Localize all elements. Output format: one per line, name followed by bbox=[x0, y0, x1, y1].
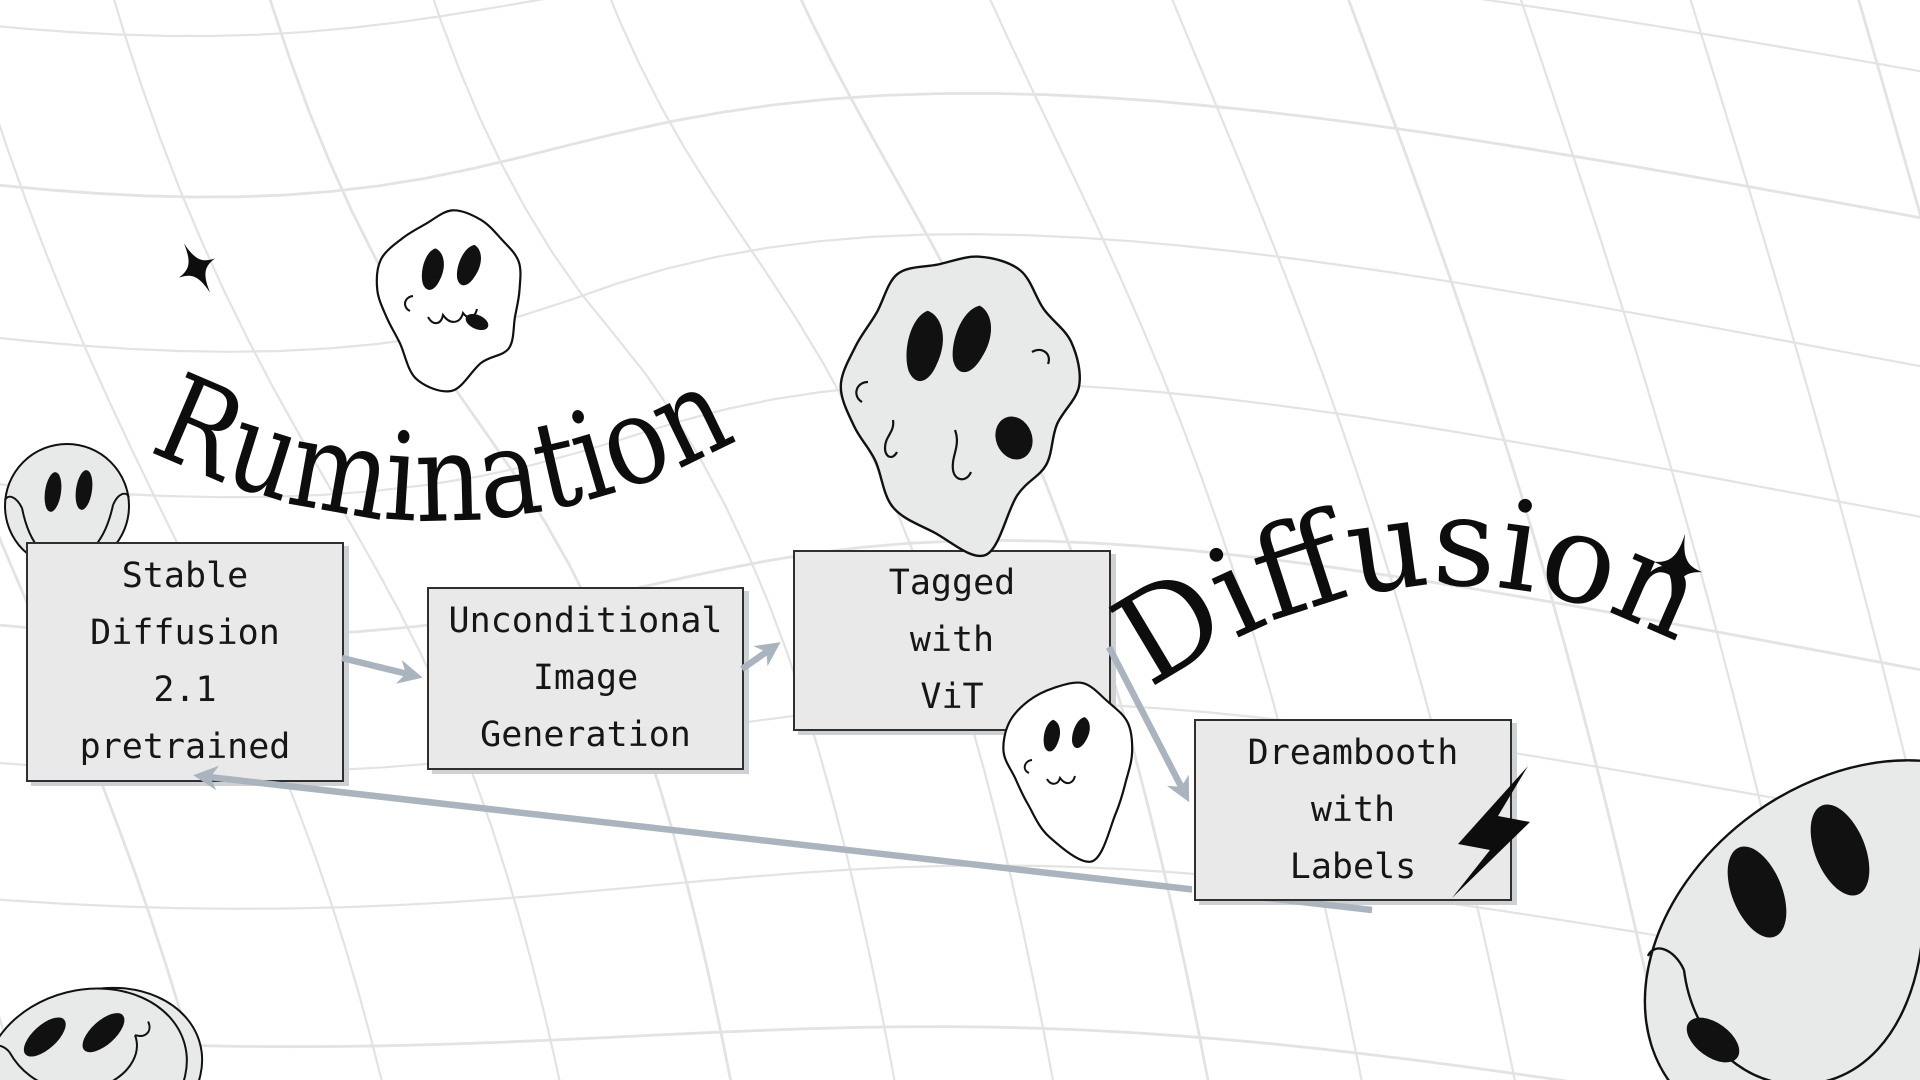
melting-smiley-icon bbox=[375, 209, 522, 393]
tilted-smiley-icon bbox=[1643, 759, 1920, 1080]
flow-box-label: Dreambooth with Labels bbox=[1247, 732, 1459, 887]
arrow-unconditional-to-tagged bbox=[740, 642, 781, 672]
title-diffusion: Diffusion bbox=[1091, 470, 1724, 714]
sparkle-star-icon bbox=[165, 233, 229, 303]
flow-box-label: Unconditional Image Generation bbox=[448, 601, 723, 755]
flow-box-dreambooth-with-labels: Dreambooth with Labels bbox=[1194, 719, 1512, 901]
flow-box-stable-diffusion: Stable Diffusion 2.1 pretrained bbox=[26, 542, 344, 782]
flow-box-unconditional-image-generation: Unconditional Image Generation bbox=[427, 587, 744, 770]
flow-box-tagged-with-vit: Tagged with ViT bbox=[793, 550, 1111, 731]
tilted-smiley-icon bbox=[0, 986, 204, 1080]
arrow-tagged-to-dreambooth bbox=[1106, 645, 1190, 803]
title-rumination: Rumination bbox=[136, 338, 751, 550]
flow-box-label: Stable Diffusion 2.1 pretrained bbox=[79, 556, 291, 767]
melting-smiley-icon bbox=[839, 255, 1081, 558]
flow-box-label: Tagged with ViT bbox=[888, 563, 1016, 717]
sparkle-star-icon bbox=[1646, 528, 1710, 606]
arrow-stable-diffusion-to-unconditional bbox=[341, 654, 423, 684]
